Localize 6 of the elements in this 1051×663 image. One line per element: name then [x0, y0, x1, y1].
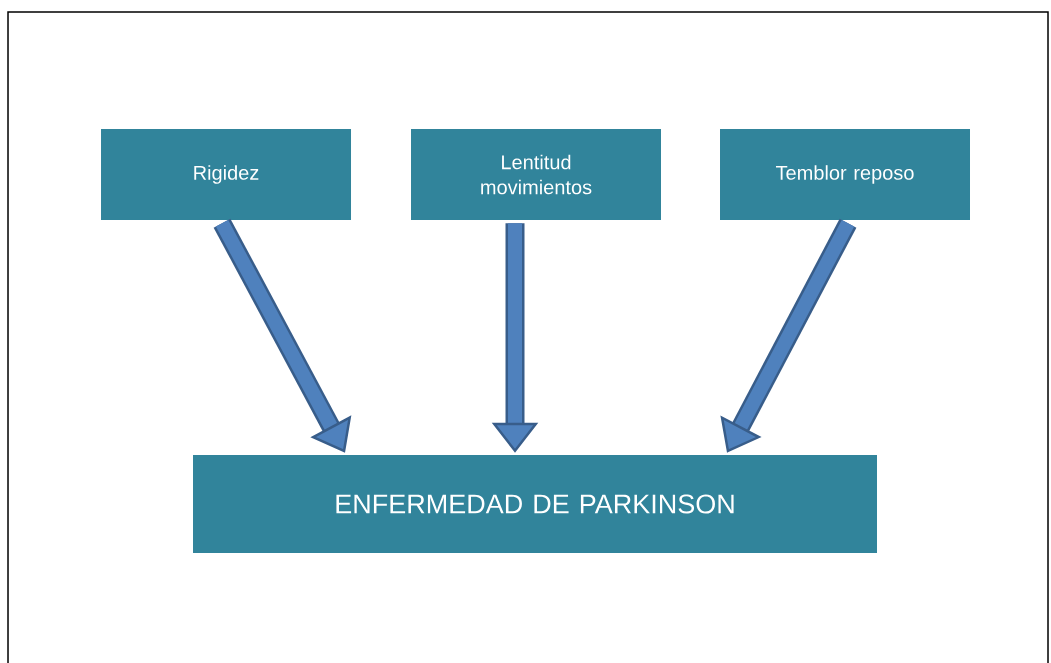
title-box: ENFERMEDAD DE PARKINSON [193, 455, 877, 553]
symptom-box: Temblor reposo [720, 129, 970, 220]
symptom-box: Lentitud movimientos [411, 129, 661, 220]
block-arrow [720, 218, 857, 453]
block-arrow [213, 218, 352, 453]
symptom-box: Rigidez [101, 129, 351, 220]
